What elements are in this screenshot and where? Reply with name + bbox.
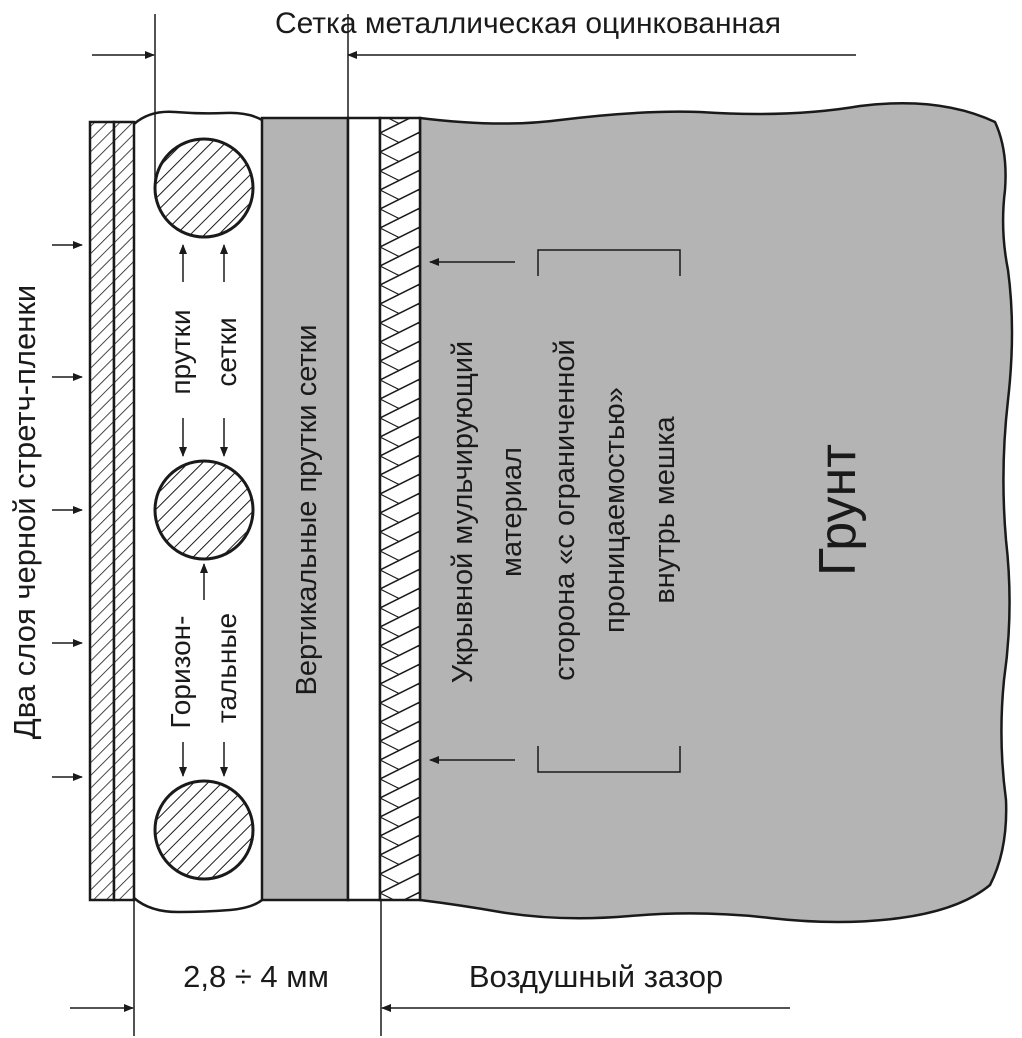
top-wavy-edge [133,110,263,125]
stretch-film-layer-outer [88,120,116,902]
vertical-rods-label: Вертикальные прутки сетки [291,324,323,695]
mulch-label-line2: материал [496,447,528,577]
rods-label-line1: прутки [165,309,196,394]
vertical-rods-band [260,116,350,902]
side-label-line1: сторона «с ограниченной [549,339,581,681]
side-label-line3: внутрь мешка [649,415,681,603]
horizontal-rod-middle [153,459,255,561]
soil-label: Грунт [809,444,867,576]
horizontal-label-line1: Горизон- [165,616,196,729]
mulch-label-line1: Укрывной мульчирующий [447,341,479,683]
horizontal-rod-bottom [153,779,255,881]
rods-label-line2: сетки [211,317,242,386]
mesh-label: Сетка металлическая оцинкованная [275,7,781,40]
stretch-film-label: Два слоя черной стретч-пленки [7,285,42,739]
air-gap-label: Воздушный зазор [469,959,723,994]
thickness-label: 2,8 ÷ 4 мм [183,959,329,994]
horizontal-rod-top [153,137,255,239]
bottom-wavy-edge [133,897,263,914]
side-bracket [537,249,681,773]
mulch-layer [378,116,422,902]
horizontal-label-line2: тальные [211,613,242,723]
stretch-film-layer-inner [112,120,136,902]
air-gap-strip [346,116,382,902]
side-label-line2: проницаемостью» [599,387,631,633]
soil-region [418,102,1014,924]
